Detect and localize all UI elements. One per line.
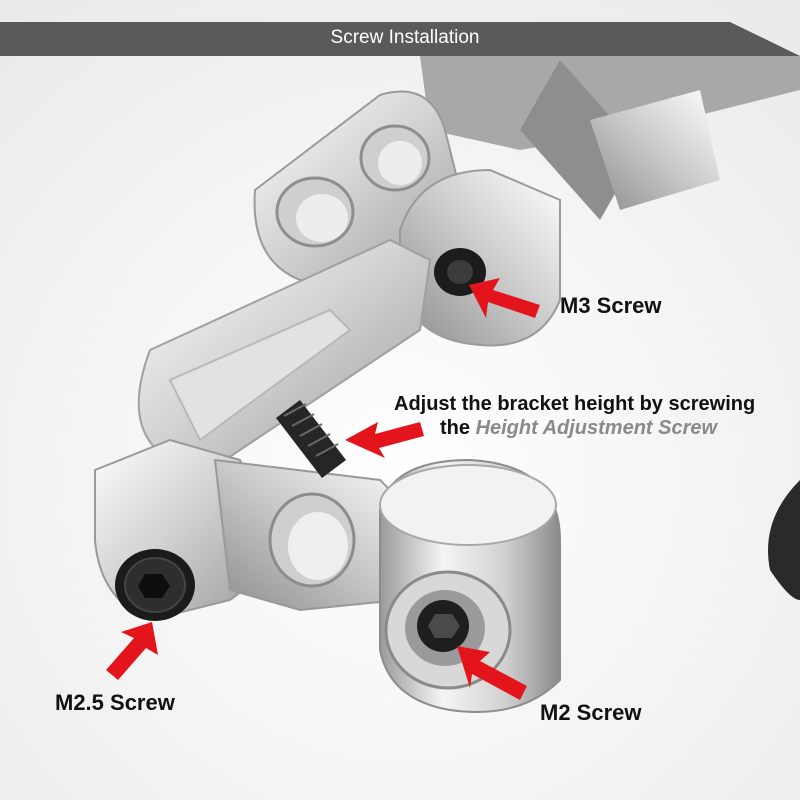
m3-screw-label: M3 Screw bbox=[560, 293, 662, 318]
adjust-line2-prefix: the bbox=[440, 417, 476, 439]
arrow-m25 bbox=[106, 622, 158, 680]
adjust-instruction-line1: Adjust the bracket height by screwing bbox=[394, 393, 756, 415]
page-title: Screw Installation bbox=[330, 27, 480, 48]
m2-screw-label: M2 Screw bbox=[540, 700, 642, 725]
diagonal-arm bbox=[137, 238, 432, 472]
height-adjustment-screw bbox=[276, 400, 346, 478]
upper-bar bbox=[420, 56, 800, 220]
m25-cap-screw bbox=[115, 549, 195, 621]
arrow-m3 bbox=[469, 278, 540, 318]
arrow-m2 bbox=[457, 646, 527, 700]
m25-screw-label: M2.5 Screw bbox=[55, 690, 175, 715]
background-object bbox=[768, 480, 800, 600]
red-arrows bbox=[106, 278, 540, 700]
height-adjustment-screw-emphasis: Height Adjustment Screw bbox=[475, 417, 718, 439]
adjust-instruction-line2: the Height Adjustment Screw bbox=[440, 417, 717, 440]
title-banner bbox=[0, 22, 800, 56]
arrow-height-screw bbox=[345, 422, 424, 458]
